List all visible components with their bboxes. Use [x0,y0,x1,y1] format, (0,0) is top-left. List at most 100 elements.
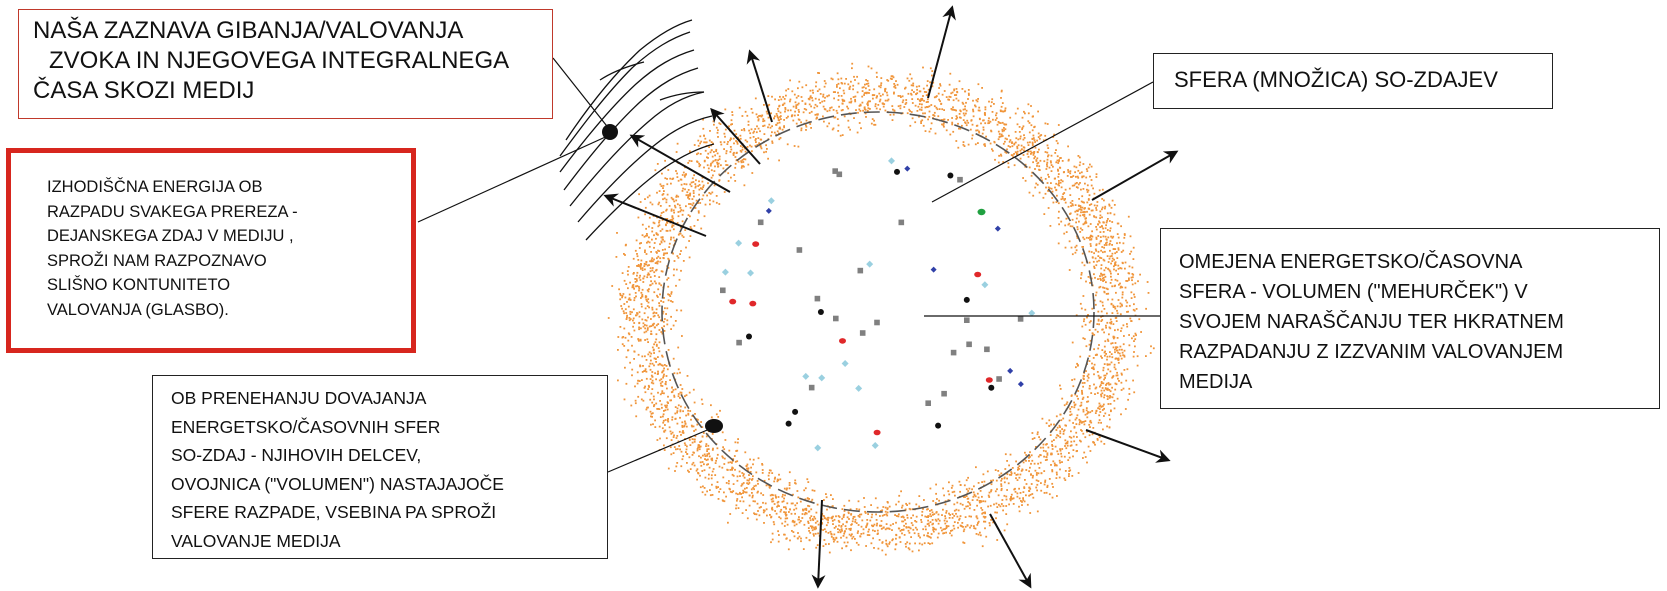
particle [746,333,752,340]
particle [904,165,911,172]
label-line: OMEJENA ENERGETSKO/ČASOVNA [1179,251,1523,273]
particle [985,377,993,383]
label-line: MEDIJA [1179,371,1253,393]
particle [792,408,799,415]
particle [818,374,826,382]
sound-wave-lines [559,19,715,241]
arrow-right-lower [1085,429,1171,463]
label-sphere-set: SFERA (MNOŽICA) SO-ZDAJEV [1153,53,1553,109]
particle [729,298,737,305]
label-line: DEJANSKEGA ZDAJ V MEDIJU , [47,227,294,245]
particle [747,269,755,277]
particle [1028,309,1036,317]
particle [720,287,726,294]
label-line: SO-ZDAJ - NJIHOVIH DELCEV, [171,445,422,465]
particle [981,281,989,289]
arrow-inward-2 [629,134,731,193]
particle [996,376,1002,382]
label-line: ČASA SKOZI MEDIJ [33,77,255,104]
particle [802,372,810,380]
label-line: VALOVANJA (GLASBO). [47,300,229,319]
particle [721,268,729,276]
particle [859,330,866,336]
label-line: ENERGETSKO/ČASOVNIH SFER [171,416,441,437]
particle [1007,367,1014,374]
label-line: OVOJNICA ("VOLUMEN") NASTAJAJOČE [171,473,504,494]
particle [836,171,843,178]
particle [832,168,838,174]
particle [873,429,881,436]
particle [994,225,1001,232]
particle [808,384,815,391]
arrow-down-right [989,513,1032,589]
label-line: SVOJEM NARAŠČANJU TER HKRATNEM [1179,311,1564,333]
particle [767,197,775,205]
label-line: SFERA - VOLUMEN ("MEHURČEK") V [1179,281,1528,303]
arrow-down [811,499,826,589]
label-line: OB PRENEHANJU DOVAJANJA [171,388,427,408]
leader-lines [417,57,1160,473]
label-stop-supply: OB PRENEHANJU DOVAJANJA ENERGETSKO/ČASOV… [152,375,608,559]
particle [874,319,880,326]
particle [898,219,905,226]
leader-dot-sound [602,124,618,140]
orange-shell-dots [607,62,1155,556]
label-line: SFERA (MNOŽICA) SO-ZDAJEV [1174,67,1498,92]
particle [894,168,900,175]
label-line: SLIŠNO KONTUNITETO [47,276,231,294]
particles-group [720,157,1036,452]
label-line: SPROŽI NAM RAZPOZNAVO [47,251,267,270]
dashed-sphere-boundary [661,111,1095,513]
particle [736,339,742,346]
leader-sound [552,57,611,131]
particle [871,442,879,450]
particle [930,266,937,273]
label-line: SFERE RAZPADE, VSEBINA PA SPROŽI [171,502,497,522]
arrow-inward-3 [603,193,707,237]
particle [950,349,957,356]
leader-sphere [931,81,1154,203]
particle [814,295,821,302]
particle [735,239,743,247]
particle [966,341,972,348]
particle [977,208,986,216]
label-sound-perception: NAŠA ZAZNAVA GIBANJA/VALOVANJA ZVOKA IN … [18,9,553,119]
particle [941,390,947,397]
label-line: RAZPADANJU Z IZZVANIM VALOVANJEM [1179,341,1564,363]
particle [1017,316,1024,322]
label-line: IZHODIŠČNA ENERGIJA OB [47,178,263,196]
label-line: RAZPADU SVAKEGA PREREZA - [47,202,298,221]
particle [757,219,764,226]
label-bounded-sphere: OMEJENA ENERGETSKO/ČASOVNA SFERA - VOLUM… [1160,228,1660,409]
particle [752,241,760,247]
particle [925,400,931,406]
particle [974,271,982,278]
arrow-upper-left [746,49,773,123]
label-initial-energy: IZHODIŠČNA ENERGIJA OB RAZPADU SVAKEGA P… [6,148,416,353]
arrow-right-upper [1091,150,1179,201]
leader-energy [417,133,613,223]
label-line: NAŠA ZAZNAVA GIBANJA/VALOVANJA [33,17,464,44]
particle [765,207,772,214]
particle [833,315,839,322]
particle [964,317,970,323]
particle [841,360,849,368]
particle [855,384,863,392]
particle [957,176,963,183]
particle [814,444,822,452]
particle [963,296,970,303]
particle [984,346,990,353]
particle [988,384,995,391]
particle [935,422,942,429]
label-line: ZVOKA IN NJEGOVEGA INTEGRALNEGA [49,47,510,74]
particle [857,267,864,274]
label-line: VALOVANJE MEDIJA [171,530,341,551]
particle [1017,381,1024,388]
particle [796,247,803,253]
outward-arrows [603,5,1179,589]
particle [749,300,757,307]
particle [947,172,954,179]
arrow-inward-1 [710,107,761,165]
leader-stop [607,427,713,473]
